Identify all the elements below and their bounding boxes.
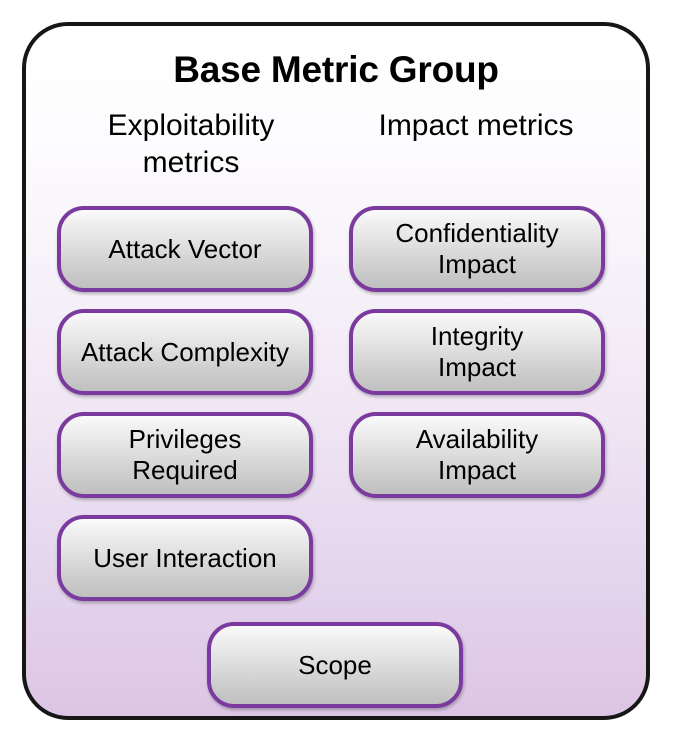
metric-node-attack-complexity[interactable]: Attack Complexity xyxy=(57,309,313,395)
metric-node-privileges-required[interactable]: Privileges Required xyxy=(57,412,313,498)
metric-node-scope[interactable]: Scope xyxy=(207,622,463,708)
metric-node-availability-impact[interactable]: Availability Impact xyxy=(349,412,605,498)
column-header-exploitability: Exploitability metrics xyxy=(107,109,275,179)
metric-node-attack-vector[interactable]: Attack Vector xyxy=(57,206,313,292)
metric-node-integrity-impact[interactable]: Integrity Impact xyxy=(349,309,605,395)
column-header-impact: Impact metrics xyxy=(378,109,574,142)
base-metric-group-container: Base Metric Group Exploitability metrics… xyxy=(22,22,650,720)
page-title: Base Metric Group xyxy=(173,49,499,90)
metric-node-user-interaction[interactable]: User Interaction xyxy=(57,515,313,601)
metric-node-confidentiality-impact[interactable]: Confidentiality Impact xyxy=(349,206,605,292)
